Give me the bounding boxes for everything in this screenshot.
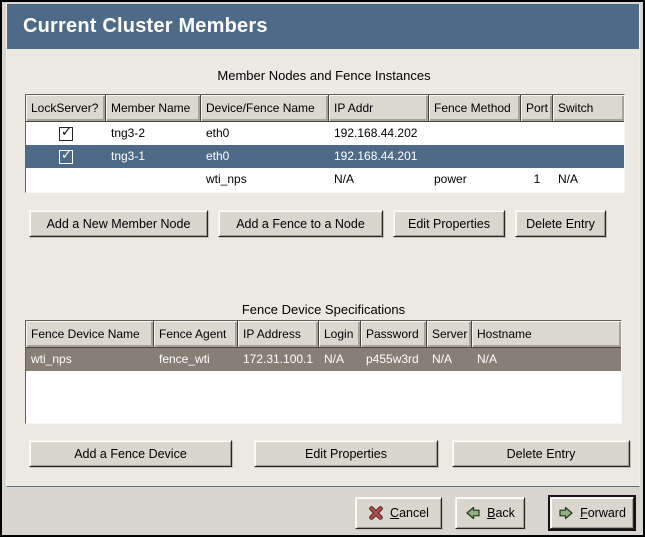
fence-device-row-wti-nps[interactable]: wti_nps fence_wti 172.31.100.1 N/A p455w… bbox=[26, 348, 621, 371]
column-header-fence-device-name[interactable]: Fence Device Name bbox=[26, 321, 154, 348]
cancel-button[interactable]: Cancel bbox=[355, 497, 442, 529]
column-header-port[interactable]: Port bbox=[521, 95, 553, 122]
cancel-label: Cancel bbox=[390, 506, 429, 520]
hostname-cell: N/A bbox=[477, 352, 498, 366]
member-name-cell: tng3-2 bbox=[111, 126, 146, 140]
ip-addr-cell: N/A bbox=[334, 172, 355, 186]
device-fence-name-cell: eth0 bbox=[206, 149, 230, 163]
fence-edit-properties-button[interactable]: Edit Properties bbox=[254, 440, 438, 467]
ip-addr-cell: 192.168.44.202 bbox=[334, 126, 418, 140]
member-table-header-row: LockServer? Member Name Device/Fence Nam… bbox=[26, 95, 624, 122]
server-cell: N/A bbox=[432, 352, 453, 366]
device-fence-name-cell: eth0 bbox=[206, 126, 230, 140]
ip-addr-cell: 192.168.44.201 bbox=[334, 149, 418, 163]
back-arrow-icon bbox=[465, 505, 481, 521]
column-header-member-name[interactable]: Member Name bbox=[106, 95, 201, 122]
add-member-node-button[interactable]: Add a New Member Node bbox=[29, 210, 208, 237]
column-header-ip-addr[interactable]: IP Addr bbox=[329, 95, 429, 122]
port-cell bbox=[521, 122, 553, 145]
back-button[interactable]: Back bbox=[455, 497, 525, 529]
member-name-cell: tng3-1 bbox=[111, 149, 146, 163]
column-header-fence-method[interactable]: Fence Method bbox=[429, 95, 521, 122]
member-nodes-table: LockServer? Member Name Device/Fence Nam… bbox=[25, 94, 625, 193]
cancel-x-icon bbox=[368, 505, 384, 521]
port-cell: 1 bbox=[533, 172, 541, 186]
lockserver-checkbox[interactable] bbox=[59, 122, 73, 142]
fence-table-header-row: Fence Device Name Fence Agent IP Address… bbox=[26, 321, 621, 348]
column-header-lockserver[interactable]: LockServer? bbox=[26, 95, 106, 122]
column-header-switch[interactable]: Switch bbox=[553, 95, 624, 122]
lockserver-checkbox[interactable] bbox=[59, 145, 73, 165]
add-fence-device-button[interactable]: Add a Fence Device bbox=[29, 440, 232, 467]
fence-agent-cell: fence_wti bbox=[159, 352, 210, 366]
fence-delete-entry-button[interactable]: Delete Entry bbox=[452, 440, 630, 467]
column-header-fence-agent[interactable]: Fence Agent bbox=[154, 321, 238, 348]
column-header-server[interactable]: Server bbox=[427, 321, 472, 348]
member-row-fence-instance[interactable]: wti_nps N/A power 1 N/A bbox=[26, 168, 624, 191]
page-title: Current Cluster Members bbox=[23, 15, 268, 37]
forward-arrow-icon bbox=[558, 505, 574, 521]
fence-devices-table: Fence Device Name Fence Agent IP Address… bbox=[25, 320, 622, 424]
column-header-login[interactable]: Login bbox=[319, 321, 361, 348]
fence-method-cell bbox=[429, 145, 521, 168]
member-table-caption: Member Nodes and Fence Instances bbox=[217, 68, 431, 83]
column-header-ip-address[interactable]: IP Address bbox=[238, 321, 319, 348]
back-label: Back bbox=[487, 506, 515, 520]
device-fence-name-cell: wti_nps bbox=[206, 172, 247, 186]
forward-button[interactable]: Forward bbox=[550, 497, 634, 529]
member-edit-properties-button[interactable]: Edit Properties bbox=[393, 210, 505, 237]
port-cell bbox=[521, 145, 553, 168]
member-row-tng3-2[interactable]: tng3-2 eth0 192.168.44.202 bbox=[26, 122, 624, 145]
password-cell: p455w3rd bbox=[366, 352, 419, 366]
forward-label: Forward bbox=[580, 506, 626, 520]
member-row-tng3-1-selected[interactable]: tng3-1 eth0 192.168.44.201 bbox=[26, 145, 624, 168]
fence-device-name-cell: wti_nps bbox=[31, 352, 72, 366]
switch-cell bbox=[553, 145, 624, 168]
fence-method-cell: power bbox=[434, 172, 467, 186]
dialog-header: Current Cluster Members bbox=[7, 4, 639, 49]
switch-cell: N/A bbox=[558, 172, 579, 186]
login-cell: N/A bbox=[324, 352, 345, 366]
fence-method-cell bbox=[429, 122, 521, 145]
ip-address-cell: 172.31.100.1 bbox=[243, 352, 314, 366]
column-header-device-fence-name[interactable]: Device/Fence Name bbox=[201, 95, 329, 122]
column-header-password[interactable]: Password bbox=[361, 321, 427, 348]
member-name-cell bbox=[106, 168, 201, 191]
member-delete-entry-button[interactable]: Delete Entry bbox=[515, 210, 606, 237]
fence-table-caption: Fence Device Specifications bbox=[241, 302, 406, 317]
switch-cell bbox=[553, 122, 624, 145]
add-fence-to-node-button[interactable]: Add a Fence to a Node bbox=[218, 210, 383, 237]
column-header-hostname[interactable]: Hostname bbox=[472, 321, 621, 348]
